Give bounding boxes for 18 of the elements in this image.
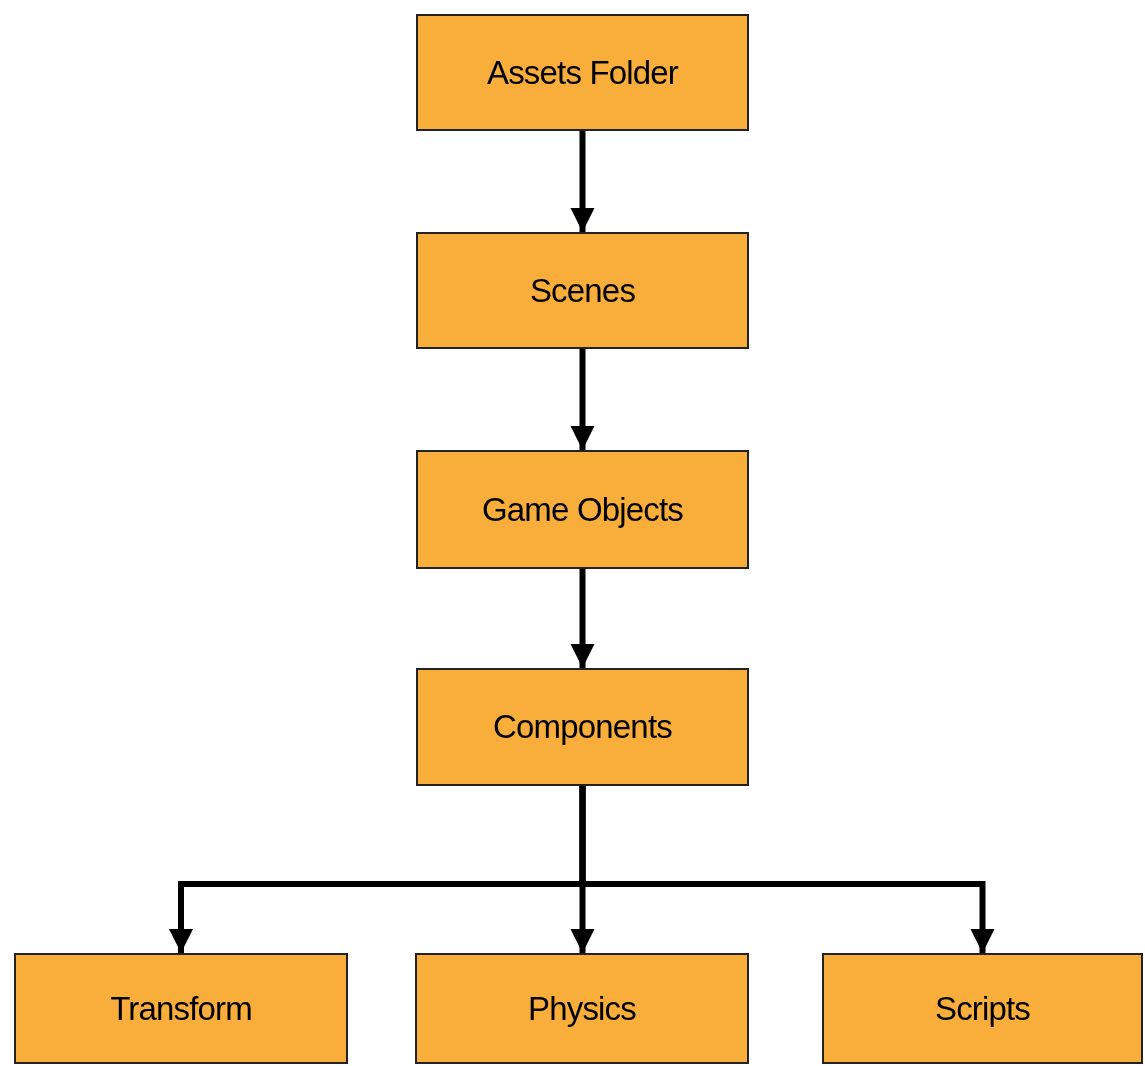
process-box [416,450,749,569]
process-box [416,14,749,131]
box-label: Components [493,707,672,748]
box-label: Transform [110,988,252,1029]
process-box [822,953,1143,1064]
arrow [570,131,595,232]
process-box [416,232,749,349]
arrow [570,349,595,450]
box-label: Physics [528,988,636,1029]
process-box [416,668,749,786]
arrow [570,569,595,668]
box-label: Scripts [934,988,1031,1029]
box-label: Game Objects [482,489,683,530]
box-label: Assets Folder [487,52,678,93]
arrow [579,786,995,953]
box-label: Scenes [529,270,636,311]
process-box [14,953,348,1064]
process-box [415,953,749,1064]
